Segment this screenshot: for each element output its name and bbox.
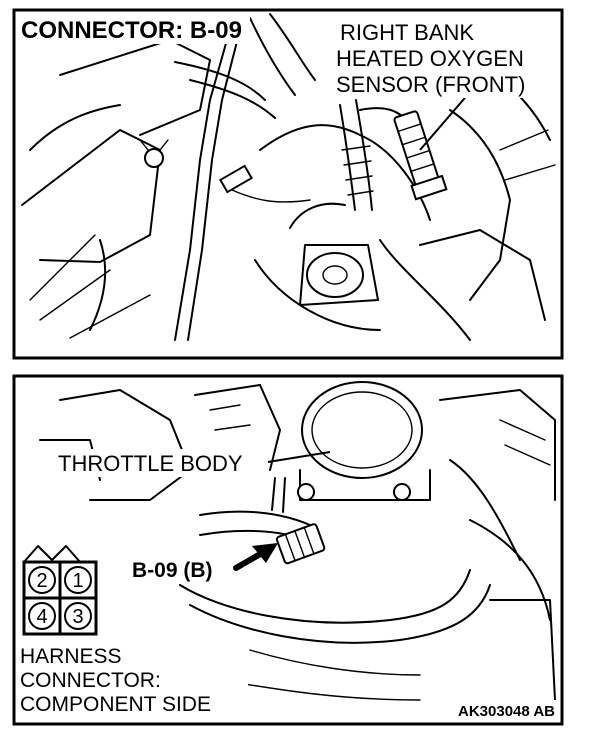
pin-4-label: 4 (36, 606, 47, 628)
bottom-panel: THROTTLE BODY B-09 (B) 2 1 4 3 HARNESS C… (12, 374, 564, 726)
title-backdrop (18, 14, 250, 44)
pin-1-outline (64, 566, 92, 594)
bottom-engine-illustration (39, 381, 556, 701)
pin-2-label: 2 (36, 570, 47, 592)
connector-lock-tab (23, 545, 81, 563)
top-engine-illustration (21, 13, 556, 341)
pin-1-label: 1 (72, 570, 83, 592)
connector-arrow (233, 543, 278, 571)
pin-4-outline (28, 602, 56, 630)
figure-code-backdrop (430, 700, 558, 720)
pin-3-label: 3 (72, 606, 83, 628)
connector-callout: B-09 (B) (132, 559, 213, 582)
harness-label-line-1: HARNESS (20, 645, 122, 668)
harness-label-backdrop (18, 642, 248, 718)
sensor-label-line-1: RIGHT BANK (340, 20, 474, 45)
pin-2-outline (28, 566, 56, 594)
sensor-label-line-2: HEATED OXYGEN (336, 46, 524, 71)
sensor-label-line-3: SENSOR (FRONT) (336, 72, 525, 97)
figure-code: AK303048 AB (458, 703, 555, 720)
sensor-leader-line (419, 91, 471, 151)
harness-label-line-2: CONNECTOR: (20, 669, 161, 692)
sensor-label-backdrop (330, 16, 556, 98)
harness-connector-diagram: 2 1 4 3 (20, 540, 100, 644)
callout-backdrop (128, 555, 232, 583)
top-panel: CONNECTOR: B-09 RIGHT BANK HEATED OXYGEN… (12, 8, 564, 360)
throttle-leader-line (267, 451, 331, 463)
connector-title: CONNECTOR: B-09 (21, 17, 242, 44)
throttle-body-label: THROTTLE BODY (58, 451, 243, 476)
harness-label-line-3: COMPONENT SIDE (20, 693, 211, 716)
throttle-label-backdrop (55, 449, 265, 477)
pin-3-outline (64, 602, 92, 630)
